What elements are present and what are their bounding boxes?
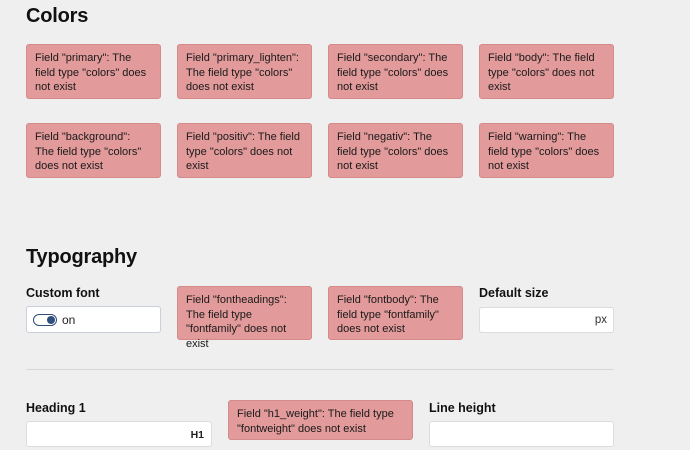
toggle-switch[interactable] [33,314,57,326]
heading1-label: Heading 1 [26,401,86,415]
line-height-input[interactable] [429,421,614,447]
field-error-positiv: Field "positiv": The field type "colors"… [177,123,312,178]
field-error-primary-lighten: Field "primary_lighten": The field type … [177,44,312,99]
toggle-state-text: on [62,313,76,327]
field-error-body: Field "body": The field type "colors" do… [479,44,614,99]
field-error-fontbody: Field "fontbody": The field type "fontfa… [328,286,463,340]
field-error-negativ: Field "negativ": The field type "colors"… [328,123,463,178]
line-height-label: Line height [429,401,496,415]
field-error-h1-weight: Field "h1_weight": The field type "fontw… [228,400,413,440]
field-error-primary: Field "primary": The field type "colors"… [26,44,161,99]
field-error-background: Field "background": The field type "colo… [26,123,161,178]
default-size-label: Default size [479,286,549,300]
toggle-knob [47,315,55,324]
section-divider [26,369,614,370]
unit-px: px [594,314,607,326]
field-error-fontheadings: Field "fontheadings": The field type "fo… [177,286,312,350]
default-size-input[interactable]: px [479,307,614,333]
h1-badge: H1 [190,429,204,441]
section-title-typography: Typography [26,246,137,268]
heading1-input[interactable]: H1 [26,421,212,447]
field-error-warning: Field "warning": The field type "colors"… [479,123,614,178]
field-error-secondary: Field "secondary": The field type "color… [328,44,463,99]
custom-font-toggle[interactable]: on [26,306,161,333]
section-title-colors: Colors [26,5,89,27]
custom-font-label: Custom font [26,286,100,300]
